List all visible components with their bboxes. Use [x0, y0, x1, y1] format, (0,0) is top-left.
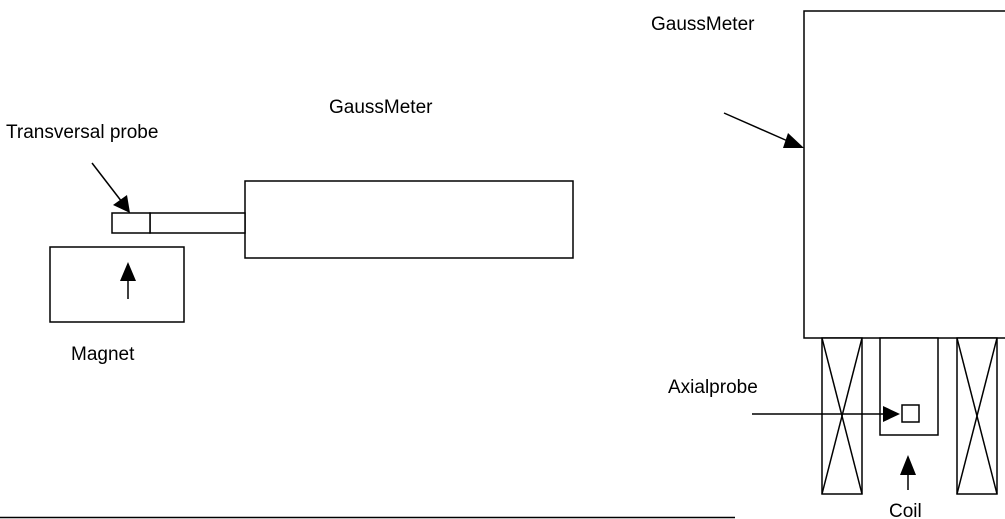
coil-winding-right-cross-b — [956, 337, 998, 495]
transversal-probe-label: Transversal probe — [6, 122, 158, 143]
coil-arrowhead — [900, 455, 916, 475]
gaussmeter-arrowhead — [783, 133, 804, 148]
gaussmeter-body-right — [803, 10, 1005, 339]
transversal-probe-pointer-line — [91, 162, 123, 203]
magnet-block — [49, 246, 185, 323]
axial-probe-setup: GaussMeter Axialprobe Coil — [651, 10, 1005, 519]
coil-winding-left-cross-b — [821, 337, 863, 495]
magnet-label: Magnet — [71, 344, 135, 365]
gaussmeter-pointer-line — [723, 112, 791, 143]
coil-label: Coil — [889, 501, 922, 519]
transversal-probe-tip — [111, 212, 151, 234]
axial-probe-sensor — [901, 404, 920, 423]
axial-probe-label: Axialprobe — [668, 377, 758, 398]
transversal-probe-setup: Transversal probe GaussMeter Magnet — [6, 97, 574, 365]
transversal-probe-arrowhead — [113, 195, 130, 213]
gaussmeter-label-left: GaussMeter — [329, 97, 433, 118]
axial-probe-arrowhead — [883, 406, 900, 422]
gaussmeter-body-left — [244, 180, 574, 259]
probe-stem — [149, 212, 246, 234]
gaussmeter-label-right: GaussMeter — [651, 14, 755, 35]
magnet-field-arrowhead — [120, 262, 136, 281]
